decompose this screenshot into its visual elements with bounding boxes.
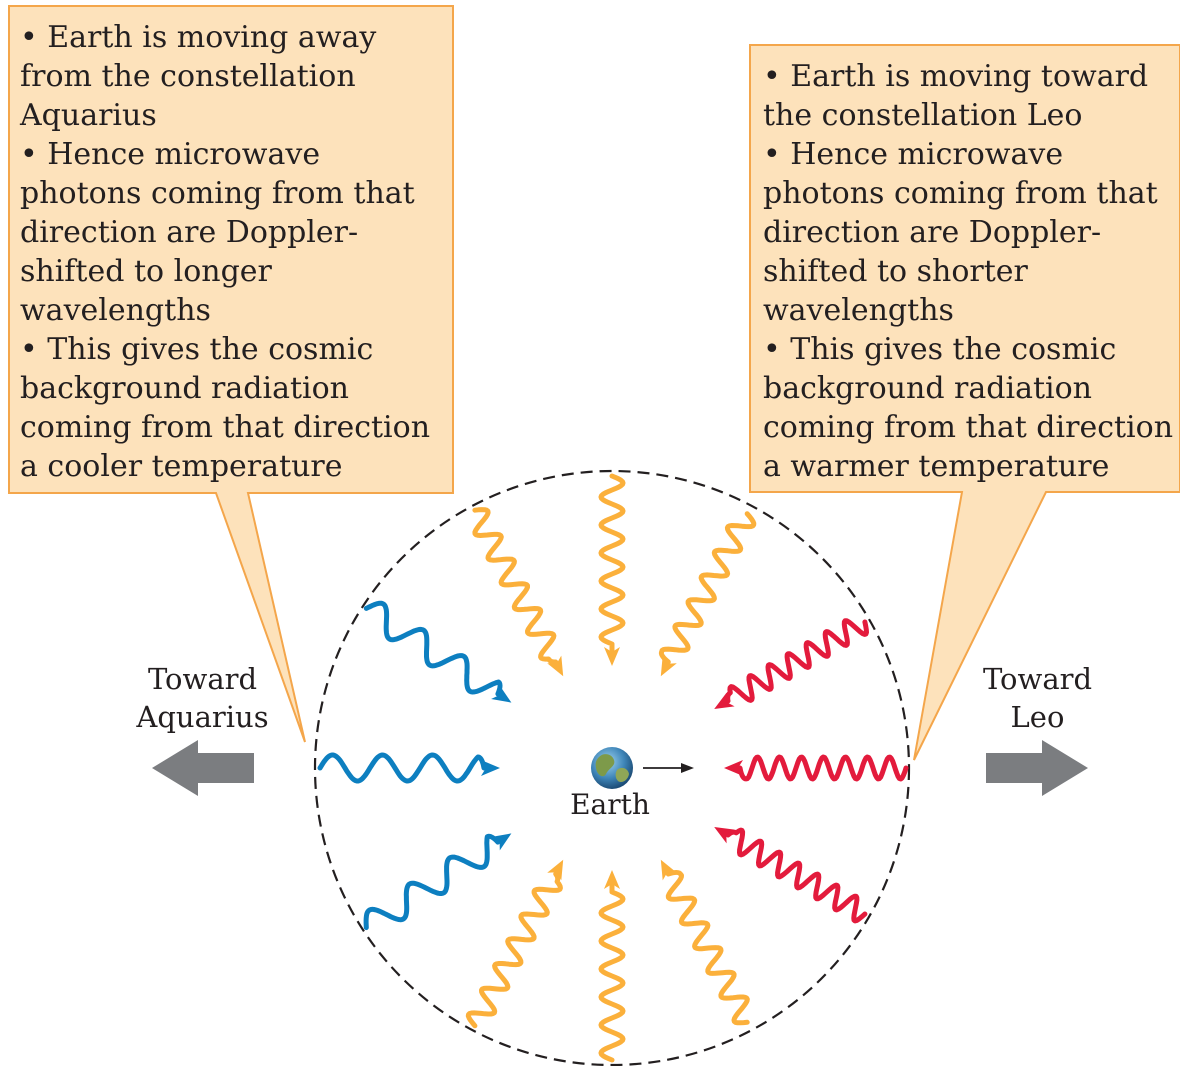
photon-wave (665, 869, 750, 1026)
earth-icon (591, 747, 633, 789)
photon-arrowhead (660, 859, 677, 881)
photon-wave (465, 871, 563, 1029)
toward-aquarius-label-line2: Aquarius (136, 700, 269, 734)
photon-arrowhead (714, 692, 735, 709)
toward-leo-label: Toward Leo (955, 660, 1120, 736)
callout-left-line: • Hence microwave (20, 137, 321, 172)
photon-from-sides (465, 859, 564, 1029)
callout-right-text: • Earth is moving toward the constellati… (763, 57, 1173, 486)
photon-wave (472, 507, 559, 665)
photon-wave (598, 883, 626, 1063)
photon-arrowhead (491, 685, 512, 703)
toward-aquarius-label: Toward Aquarius (120, 660, 285, 736)
toward-leo-label-line1: Toward (982, 662, 1093, 696)
photon-wave (658, 511, 757, 665)
callout-right-line: direction are Doppler- (763, 215, 1102, 250)
callout-right-line: • Earth is moving toward (763, 59, 1149, 94)
photon-arrowhead (714, 827, 735, 844)
photon-arrowhead (491, 833, 512, 851)
earth-motion-arrow (643, 763, 694, 773)
callout-box-right (749, 44, 1180, 761)
callout-left-line: background radiation (20, 371, 350, 406)
toward-aquarius-label-line1: Toward (147, 662, 258, 696)
callout-left-line: wavelengths (20, 293, 211, 328)
photon-arrowhead (481, 760, 500, 776)
callout-right-line: shifted to shorter (763, 254, 1028, 289)
photon-wave (737, 754, 909, 782)
callout-right-line: a warmer temperature (763, 449, 1110, 484)
earth-label: Earth (570, 788, 650, 821)
photon-wave (317, 752, 487, 784)
callout-right-line: wavelengths (763, 293, 954, 328)
callout-left-line: • Earth is moving away (20, 20, 377, 55)
toward-aquarius-arrow (152, 740, 254, 796)
callout-right-line: the constellation Leo (763, 98, 1083, 133)
photon-arrowhead (547, 859, 564, 881)
redshifted-photon-from-aquarius (363, 833, 512, 931)
photon-arrowhead (724, 760, 743, 776)
observable-sphere-outline (313, 469, 911, 1066)
callout-left-line: coming from that direction (20, 410, 431, 445)
blueshifted-photon-from-leo (714, 618, 869, 709)
photon-from-sides (472, 507, 564, 677)
callout-left-line: a cooler temperature (20, 449, 343, 484)
photon-wave (363, 833, 501, 931)
photon-wave (598, 473, 626, 653)
callout-left-line: • This gives the cosmic (20, 332, 374, 367)
photon-arrowhead (604, 647, 620, 666)
photon-from-sides (660, 859, 750, 1026)
callout-right-line: • This gives the cosmic (763, 332, 1117, 367)
photon-wave (725, 827, 868, 924)
photon-arrowhead (547, 655, 564, 677)
callout-right-line: photons coming from that (763, 176, 1158, 211)
blueshifted-photon-from-leo (724, 754, 909, 782)
blueshifted-photon-from-leo (714, 827, 868, 924)
toward-leo-label-line2: Leo (1010, 700, 1065, 734)
callout-right-line: background radiation (763, 371, 1093, 406)
callout-left-line: Aquarius (20, 98, 157, 133)
redshifted-photon-from-aquarius (363, 600, 512, 703)
callout-right-line: coming from that direction (763, 410, 1174, 445)
callout-left-line: photons coming from that (20, 176, 415, 211)
photon-from-sides (598, 473, 626, 666)
redshifted-photon-from-aquarius (317, 752, 500, 784)
toward-leo-arrow (986, 740, 1088, 796)
callout-left-line: direction are Doppler- (20, 215, 359, 250)
photon-wave (363, 600, 503, 697)
photon-from-sides (598, 870, 626, 1063)
photon-arrowhead (660, 655, 677, 677)
callout-left-line: from the constellation (20, 59, 356, 94)
callout-box-left (8, 5, 454, 743)
photon-arrowhead (604, 870, 620, 889)
callout-right-line: • Hence microwave (763, 137, 1064, 172)
photon-wave (725, 618, 869, 704)
photon-from-sides (658, 511, 757, 677)
callout-left-line: shifted to longer (20, 254, 272, 289)
callout-left-text: • Earth is moving away from the constell… (20, 18, 430, 486)
